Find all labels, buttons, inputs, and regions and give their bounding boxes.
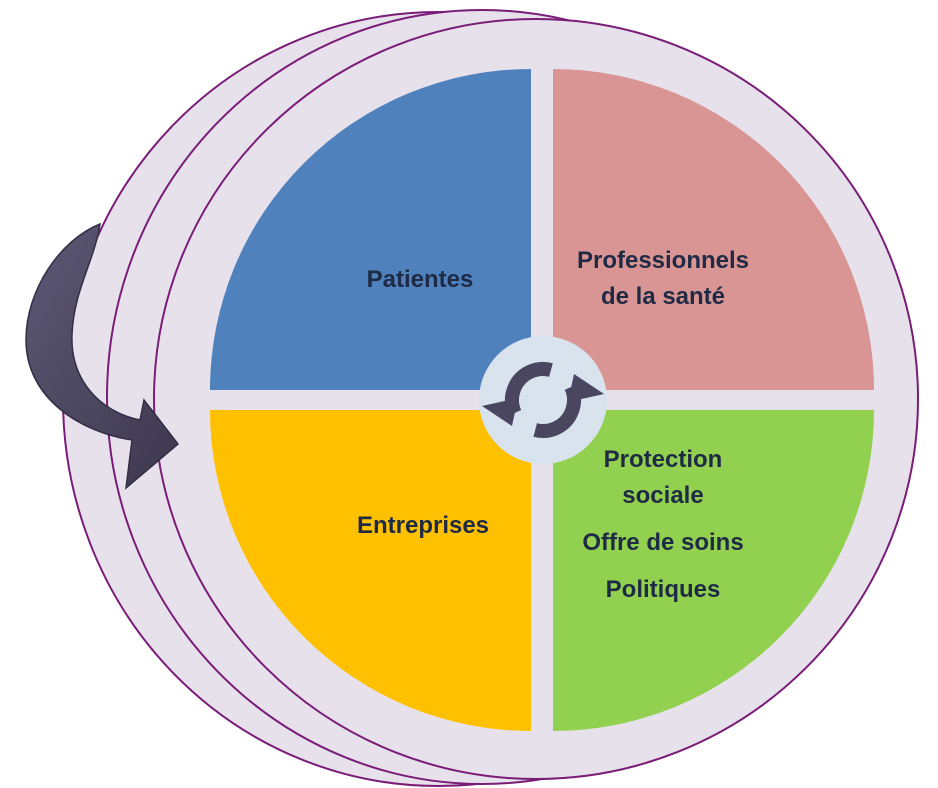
label-patientes: Patientes: [367, 266, 474, 293]
quadrant-entreprises: [210, 410, 531, 731]
label-entreprises: Entreprises: [357, 512, 489, 539]
label-protection: Protection: [604, 446, 723, 473]
label-offre-de-soins: Offre de soins: [582, 529, 743, 556]
label-politiques: Politiques: [606, 576, 721, 603]
curved-arrow-icon: [25, 222, 180, 490]
quadrants: [210, 69, 874, 731]
label-sociale: sociale: [622, 482, 703, 509]
label-professionnels: Professionnels: [577, 247, 749, 274]
quadrant-patientes: [210, 69, 531, 390]
center-hub: [479, 336, 607, 464]
label-de-la-sante: de la santé: [601, 283, 725, 310]
center-circle: [479, 336, 607, 464]
quadrant-professionnels: [553, 69, 874, 390]
refresh-cycle-icon: [482, 362, 604, 438]
quadrant-protection: [553, 410, 874, 731]
